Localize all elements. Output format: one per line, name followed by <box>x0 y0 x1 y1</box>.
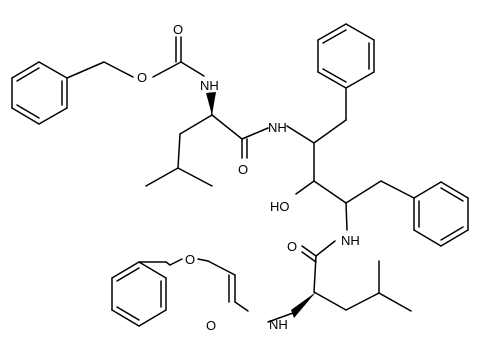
leucine-top <box>145 92 269 187</box>
atom-label-nh-carbamate-bottom: NH <box>269 317 288 332</box>
atom-label-nh-carbamate-top: NH <box>200 78 219 93</box>
atom-label-o-amide-bottom: O <box>287 239 297 254</box>
atom-label-nh-amide-bottom: NH <box>341 233 360 248</box>
leucine-bottom <box>301 240 412 312</box>
central-backbone <box>286 87 415 231</box>
atom-label-o-carbonyl-top: O <box>173 22 183 37</box>
benzyl-ring-bottom-left <box>111 261 167 327</box>
phenyl-ring-top-right <box>317 23 375 89</box>
phenyl-ring-right <box>413 181 469 247</box>
atom-label-o-ester-bottom: O <box>185 252 195 267</box>
atom-label-o-carbonyl-bottom: O <box>206 318 216 333</box>
atom-label-o-ester-top: O <box>137 70 147 85</box>
atom-label-nh-amide-top: NH <box>268 120 287 135</box>
carbamate-linker-top <box>66 36 205 79</box>
atom-label-ho: HO <box>270 199 290 214</box>
stereo-wedge-top <box>206 92 216 115</box>
atom-label-o-amide-top: O <box>238 162 248 177</box>
carbamate-linker-bottom <box>165 258 294 323</box>
benzyl-ring-top-left <box>11 61 68 125</box>
stereo-wedge-bottom <box>291 292 316 318</box>
